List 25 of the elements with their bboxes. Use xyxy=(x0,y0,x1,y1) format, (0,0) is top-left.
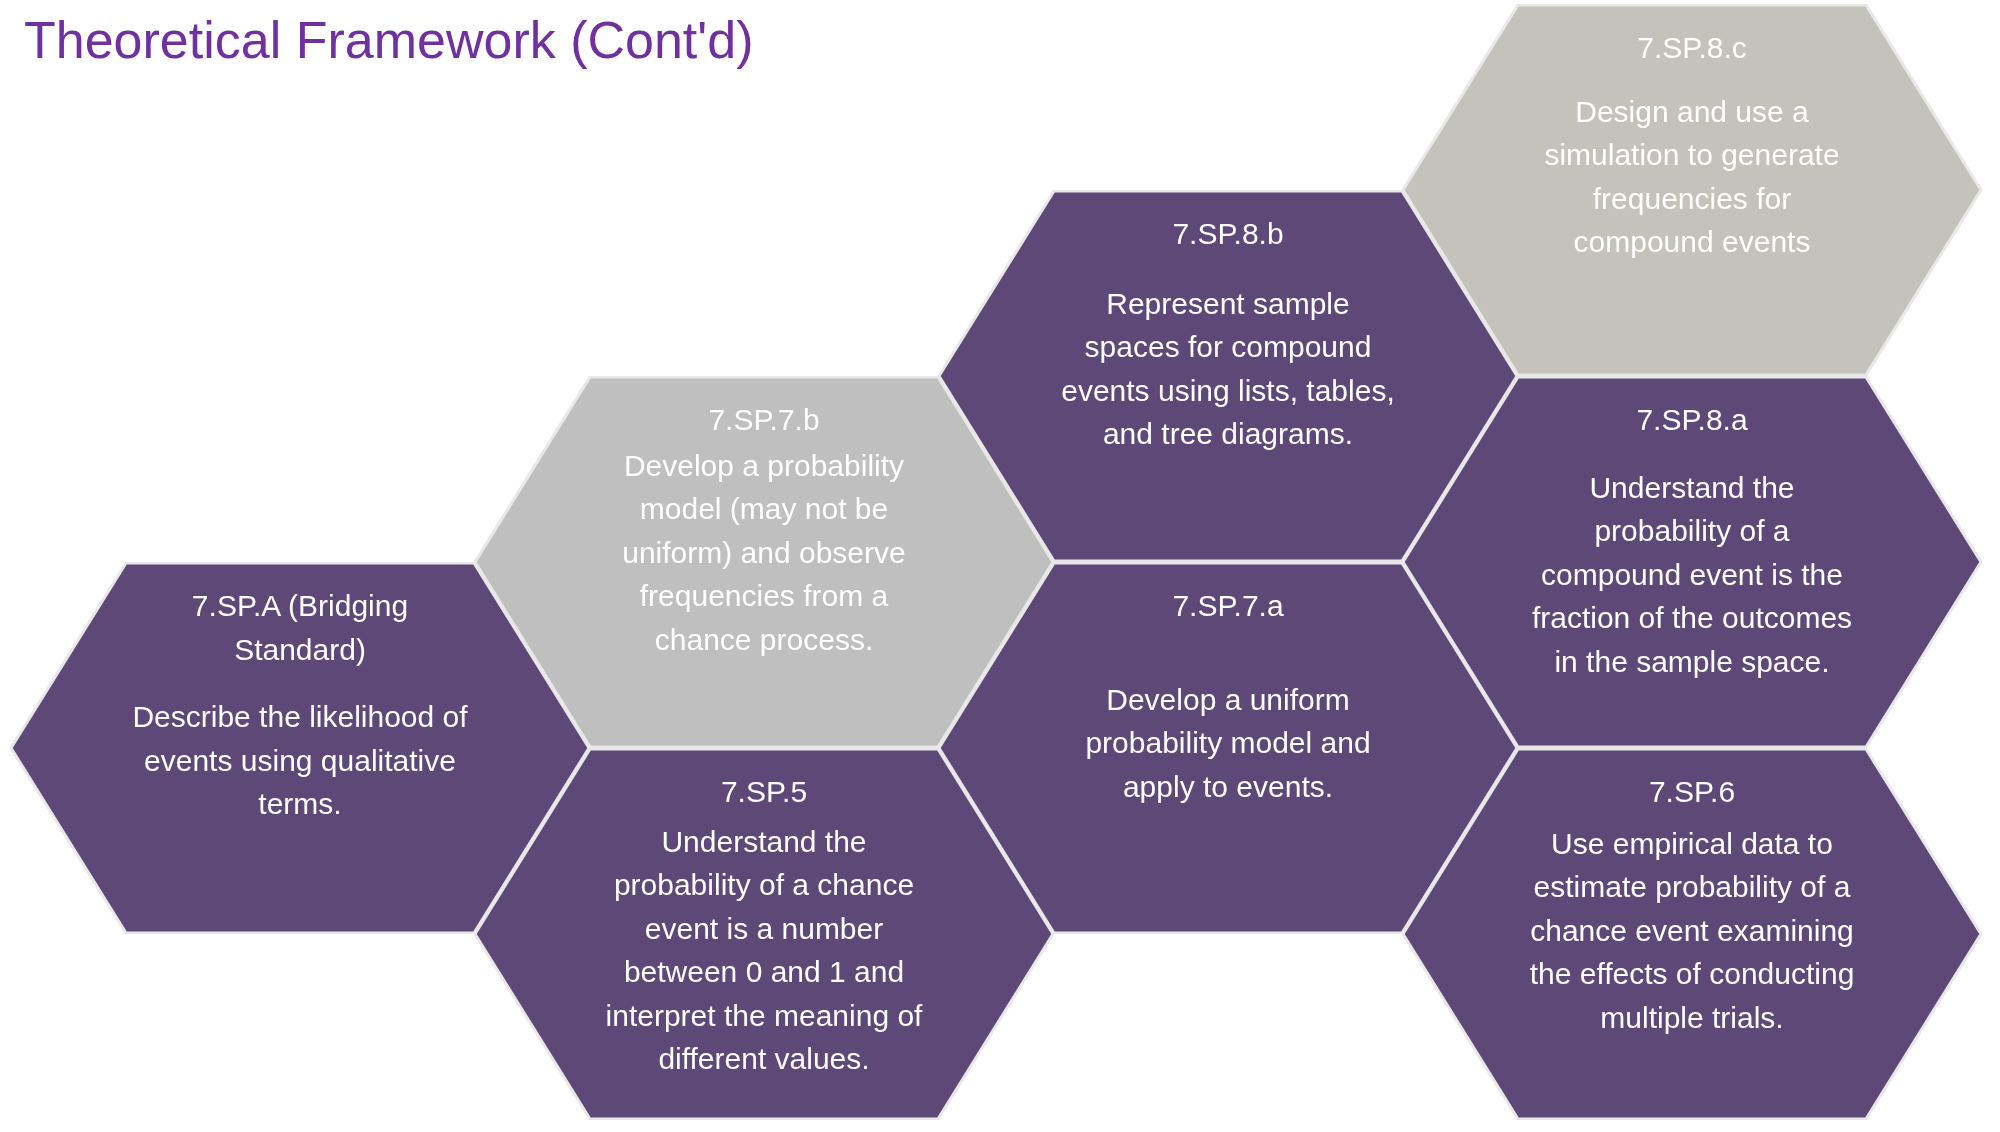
standard-description: Represent sample spaces for compound events using lists, tables, and tree diagrams. xyxy=(1060,285,1396,452)
hexagon-tile xyxy=(10,562,590,934)
standard-description: Develop a probability model (may not be uniform) and observe frequencies from a chance process. xyxy=(621,447,907,658)
standard-code: 7.SP.8.b xyxy=(1172,216,1284,252)
hexagon-tile xyxy=(474,748,1054,1120)
standard-description: Describe the likelihood of events using qualitative terms. xyxy=(131,699,469,822)
standard-description: Develop a uniform probability model and apply to events. xyxy=(1084,681,1372,805)
slide-title: Theoretical Framework (Cont'd) xyxy=(24,10,754,70)
standard-description: Understand the probability of a chance event is a number between 0 and 1 and interpret the meaning of different values. xyxy=(604,823,924,1077)
standard-code: 7.SP.7.b xyxy=(708,402,820,438)
standard-code: 7.SP.8.c xyxy=(1637,30,1747,66)
standard-code: 7.SP.8.a xyxy=(1636,402,1748,438)
hexagon-tile xyxy=(1402,4,1982,376)
standard-code: 7.SP.5 xyxy=(720,774,808,810)
standard-code: 7.SP.7.a xyxy=(1172,588,1284,624)
standard-code: 7.SP.A (Bridging Standard) xyxy=(190,588,410,668)
hexagon-tile xyxy=(474,376,1054,748)
standard-code: 7.SP.6 xyxy=(1648,774,1736,810)
hexagon-tile xyxy=(1402,376,1982,748)
standard-description: Design and use a simulation to generate frequencies for compound events xyxy=(1543,93,1841,260)
hexagon-tile xyxy=(938,190,1518,562)
standard-description: Use empirical data to estimate probability of a chance event examining the effects of conducting multiple trials. xyxy=(1528,825,1856,1036)
hexagon-tile xyxy=(1402,748,1982,1120)
standard-description: Understand the probability of a compound event is the fraction of the outcomes in the sample space. xyxy=(1530,469,1854,680)
hexagon-tile xyxy=(938,562,1518,934)
